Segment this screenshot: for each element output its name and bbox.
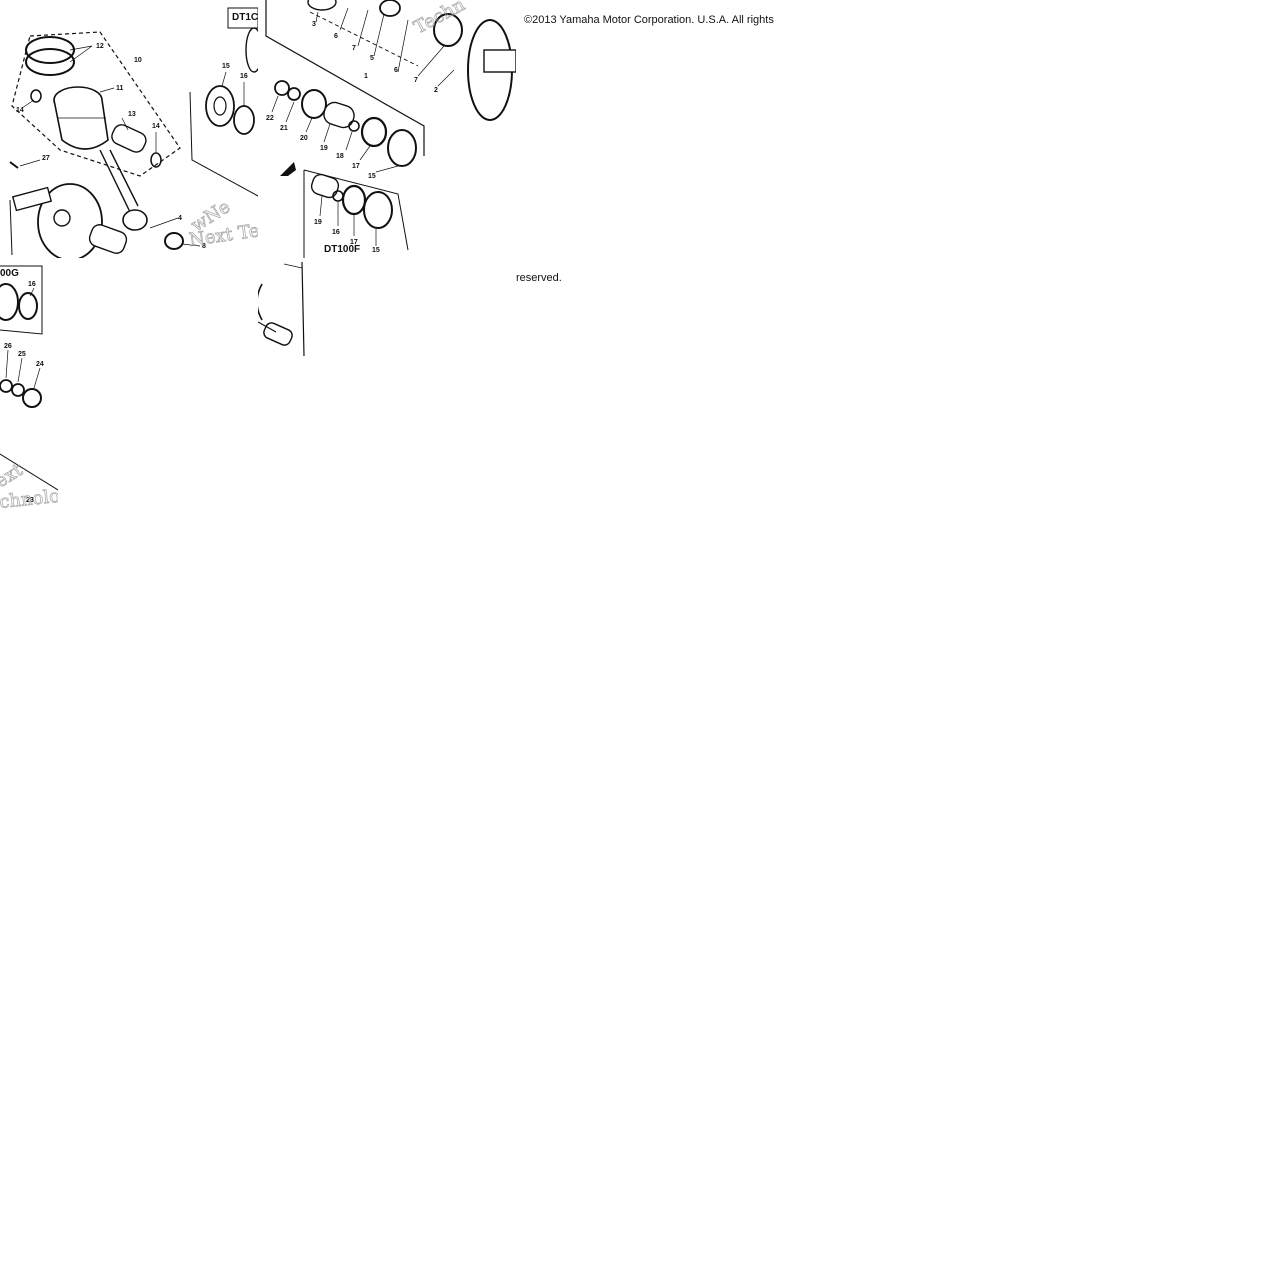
callout-25: 25 bbox=[18, 351, 26, 358]
big-end-bearing bbox=[122, 209, 148, 231]
washer-21 bbox=[287, 87, 301, 101]
callout-6b: 6 bbox=[394, 67, 398, 74]
clip-18 bbox=[348, 120, 360, 132]
callout-5: 5 bbox=[370, 55, 374, 62]
oil-seal-16 bbox=[233, 105, 255, 135]
spacer-19-dt100f bbox=[310, 173, 340, 199]
copyright-text-reserved: reserved. bbox=[516, 272, 562, 284]
callout-18: 18 bbox=[336, 153, 344, 160]
callout-22: 22 bbox=[266, 115, 274, 122]
diagram-tile-crankshaft: DT100F 3 6 7 5 1 6 7 2 22 21 20 19 18 17… bbox=[258, 0, 516, 258]
spacer-19 bbox=[323, 101, 355, 129]
callout-7: 7 bbox=[352, 45, 356, 52]
callout-20: 20 bbox=[300, 135, 308, 142]
callout-19b: 19 bbox=[314, 219, 322, 226]
callout-15: 15 bbox=[222, 63, 230, 70]
crankshaft-taper-end bbox=[263, 322, 293, 346]
callout-1: 1 bbox=[364, 73, 368, 80]
diagram-tile-bearings-dt100g: 00G 16 26 25 24 23 ext chnolo bbox=[0, 258, 58, 516]
crankshaft-end bbox=[11, 186, 53, 212]
callout-15b: 15 bbox=[368, 173, 376, 180]
nut-24 bbox=[22, 388, 42, 408]
watermark-text-4: ext bbox=[0, 459, 27, 492]
model-label-dt100f: DT100F bbox=[324, 244, 360, 255]
copyright-text: ©2013 Yamaha Motor Corporation. U.S.A. A… bbox=[524, 14, 774, 26]
bearing-top bbox=[379, 0, 401, 17]
circlip-right bbox=[150, 152, 162, 168]
crankshaft-exploded-view: DT100F 3 6 7 5 1 6 7 2 22 21 20 19 18 17… bbox=[265, 0, 516, 258]
dt100g-box bbox=[0, 265, 43, 335]
bearing-set-dt100g: 00G 16 26 25 24 23 ext chnolo bbox=[0, 265, 58, 513]
crankshaft-right-end bbox=[483, 49, 516, 73]
watermark-text-5: chnolo bbox=[0, 486, 58, 513]
washer-25 bbox=[11, 383, 25, 397]
callout-10: 10 bbox=[134, 57, 142, 64]
callout-16c: 16 bbox=[28, 281, 36, 288]
oil-seal-17 bbox=[360, 116, 388, 148]
bearing-set-boundary bbox=[189, 91, 258, 197]
diagram-tile-crank-end bbox=[258, 258, 308, 358]
callout-27: 27 bbox=[42, 155, 50, 162]
callout-7b: 7 bbox=[414, 77, 418, 84]
diagram-tile-piston: DT1C 12 10 11 14 13 14 27 4 8 15 16 bbox=[0, 0, 258, 258]
crankshaft-assembly-boundary bbox=[265, 0, 425, 156]
screw bbox=[9, 161, 19, 169]
model-label-dt1c: DT1C bbox=[232, 12, 258, 23]
small-end-bearing bbox=[164, 232, 184, 250]
dt100f-box bbox=[303, 169, 409, 251]
callout-11: 11 bbox=[116, 85, 124, 92]
callout-26: 26 bbox=[4, 343, 12, 350]
crank-pin bbox=[88, 224, 128, 254]
bearing-dt100f bbox=[363, 191, 393, 229]
callout-3: 3 bbox=[312, 21, 316, 28]
piston-ring-second bbox=[25, 48, 75, 76]
callout-4: 4 bbox=[178, 215, 182, 222]
callout-17b: 17 bbox=[350, 239, 358, 246]
washer-22 bbox=[274, 80, 290, 96]
callout-17: 17 bbox=[352, 163, 360, 170]
callout-15c: 15 bbox=[372, 247, 380, 254]
callout-6: 6 bbox=[334, 33, 338, 40]
gear-20 bbox=[301, 89, 327, 119]
callout-2: 2 bbox=[434, 87, 438, 94]
callout-13: 13 bbox=[128, 111, 136, 118]
callout-19: 19 bbox=[320, 145, 328, 152]
front-arrow-icon bbox=[280, 162, 296, 176]
piston-ring-top bbox=[25, 36, 75, 64]
bearing-dt100g bbox=[0, 283, 19, 321]
washer-26 bbox=[0, 379, 13, 393]
oil-seal-dt100g bbox=[18, 292, 38, 320]
piston-kit-boundary bbox=[11, 31, 181, 177]
model-label-dt100g: 00G bbox=[0, 268, 19, 279]
bearing-15-lower bbox=[387, 129, 417, 167]
callout-14-right: 14 bbox=[152, 123, 160, 130]
piston-exploded-view: DT1C 12 10 11 14 13 14 27 4 8 15 16 bbox=[9, 7, 258, 258]
callout-12: 12 bbox=[96, 43, 104, 50]
circlip-left bbox=[30, 89, 42, 103]
callout-21: 21 bbox=[280, 125, 288, 132]
callout-24: 24 bbox=[36, 361, 44, 368]
crank-end-fragment bbox=[258, 261, 305, 357]
piston-pin bbox=[111, 124, 147, 153]
bearing-15 bbox=[205, 85, 235, 127]
callout-23: 23 bbox=[26, 497, 34, 504]
connecting-rod bbox=[99, 149, 131, 213]
callout-16b: 16 bbox=[332, 229, 340, 236]
callout-14-left: 14 bbox=[16, 107, 24, 114]
callout-8: 8 bbox=[202, 243, 206, 250]
callout-16: 16 bbox=[240, 73, 248, 80]
oil-seal-dt100f bbox=[341, 184, 367, 216]
crank-bearing bbox=[433, 13, 463, 47]
